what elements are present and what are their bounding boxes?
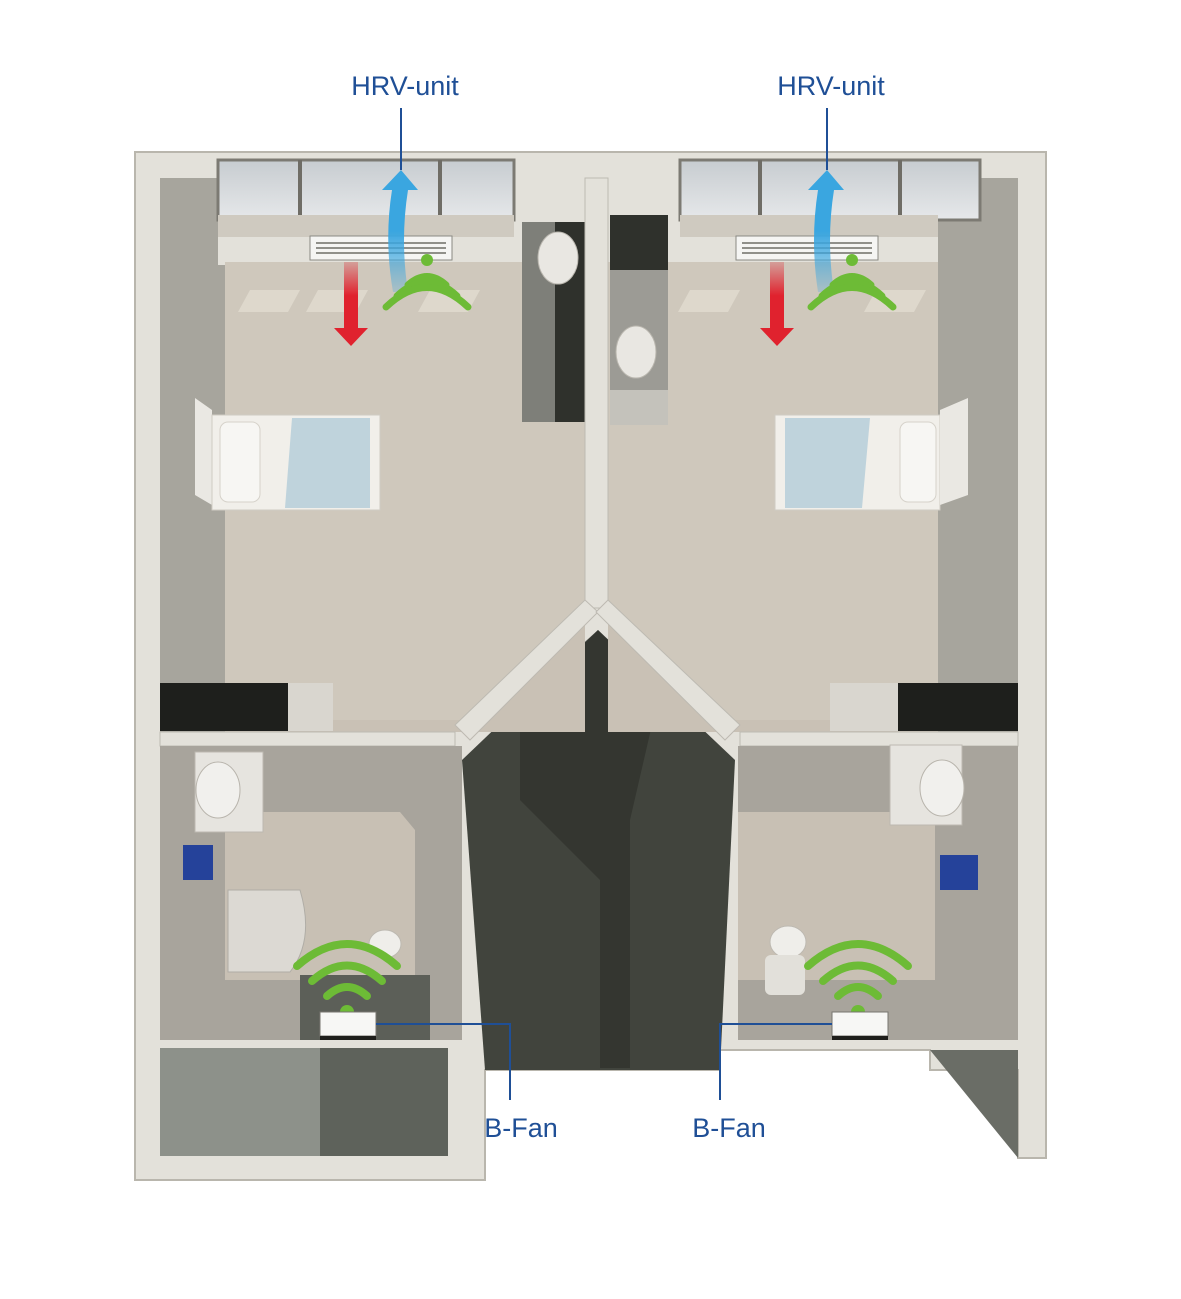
left-sink-top — [537, 231, 579, 285]
partition-walls — [159, 177, 1019, 747]
exhaust-air-arrow-left — [382, 170, 418, 292]
right-bed-blanket — [785, 418, 870, 508]
left-bedroom-floor-tint — [225, 262, 585, 720]
right-sink-top — [615, 325, 657, 379]
left-desk — [160, 683, 288, 731]
supply-air-arrow-left — [334, 262, 368, 346]
storage-room-light — [160, 1048, 320, 1156]
b-fan-right-label: B-Fan — [692, 1113, 766, 1143]
b-fan-left-label: B-Fan — [484, 1113, 558, 1143]
left-bedroom — [160, 158, 590, 732]
exhaust-air-arrow-right — [808, 170, 844, 292]
left-bed — [195, 398, 381, 511]
b-fan-left-device — [319, 1011, 377, 1040]
hrv-unit-right-device — [735, 235, 879, 261]
wireless-icon-hrv-right — [807, 254, 897, 311]
right-towel-rail — [940, 855, 978, 890]
right-bath-sink — [919, 759, 965, 817]
right-corner-shade — [930, 1050, 1018, 1158]
right-bed — [774, 398, 968, 511]
bfan-left-leader-line — [376, 1023, 511, 1100]
right-toilet — [769, 925, 807, 959]
left-bathroom — [160, 746, 462, 1040]
wireless-icon-hrv-left — [382, 254, 472, 311]
left-towel-rail — [183, 845, 213, 880]
right-ensuite-block — [610, 215, 668, 270]
b-fan-right-device — [831, 1011, 889, 1040]
hrv-unit-left-label: HRV-unit — [351, 71, 459, 101]
supply-air-arrow-right — [760, 262, 794, 346]
bfan-right-leader-line — [719, 1023, 832, 1100]
right-bedroom-floor-tint — [608, 262, 938, 720]
corridor-shade — [520, 630, 660, 1068]
left-bedroom-wall-shade — [160, 178, 225, 732]
left-window — [216, 158, 516, 222]
left-bath-sink — [195, 761, 241, 819]
left-bed-blanket — [285, 418, 370, 508]
hrv-unit-right-label: HRV-unit — [777, 71, 885, 101]
right-desk — [898, 683, 1018, 731]
right-bedroom-wall-shade — [938, 178, 1018, 732]
